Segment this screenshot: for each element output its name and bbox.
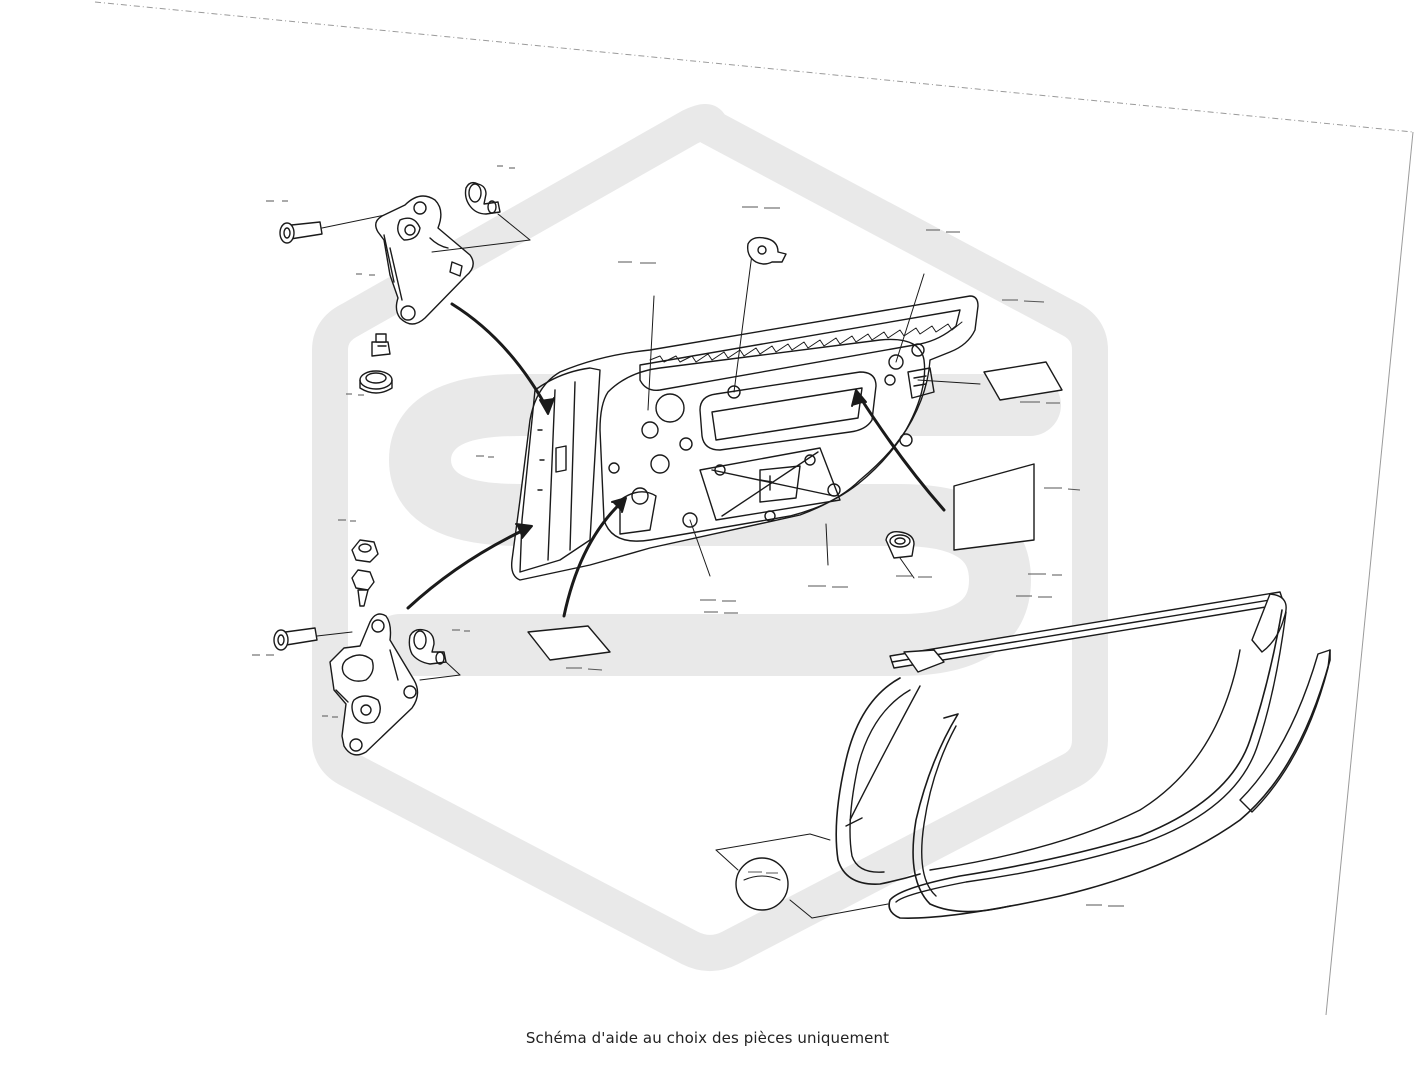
lower-stud-icon xyxy=(351,569,375,607)
door-shell-icon xyxy=(510,253,981,581)
seal-pad-icon xyxy=(527,361,1063,661)
lower-nut-icon xyxy=(351,539,379,563)
s-logo-watermark-icon xyxy=(312,104,1108,971)
upper-hinge-icon xyxy=(375,195,531,325)
door-check-pin-icon xyxy=(371,333,391,357)
door-weatherstrip-icon xyxy=(715,591,1331,919)
grommet-ball-icon xyxy=(735,857,789,911)
line-art xyxy=(273,181,1331,919)
callout-marks xyxy=(252,165,1124,907)
lower-hinge-bushing-icon xyxy=(408,628,461,681)
lower-hinge-bolt-icon xyxy=(273,627,353,651)
plug-icon xyxy=(885,530,915,579)
upper-hinge-bushing-icon xyxy=(464,181,531,241)
washer-icon xyxy=(746,236,787,265)
upper-hinge-bolt-icon xyxy=(279,214,386,244)
diagram-caption: Schéma d'aide au choix des pièces unique… xyxy=(525,1029,890,1047)
door-check-cap-icon xyxy=(359,370,393,394)
parts-diagram xyxy=(94,1,1414,1016)
lower-hinge-icon xyxy=(329,613,419,756)
sheet-frame xyxy=(94,1,1414,1016)
exploded-view-drawing xyxy=(94,1,1414,1016)
assembly-arrows xyxy=(406,302,946,618)
